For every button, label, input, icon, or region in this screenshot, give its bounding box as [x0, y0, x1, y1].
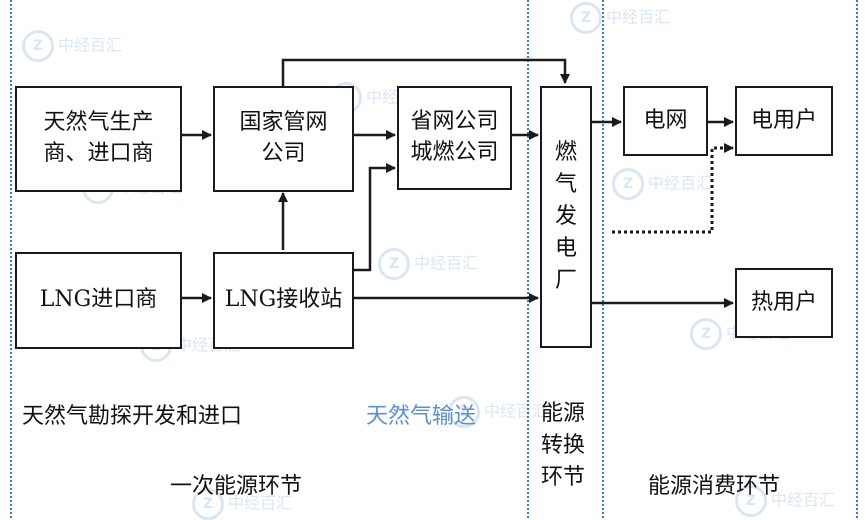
section-divider-conversion-right	[602, 0, 604, 518]
section-divider-left	[10, 0, 12, 518]
label-primary-energy: 一次能源环节	[170, 474, 303, 499]
box-lng-terminal: LNG接收站	[213, 252, 354, 349]
arrow-power-plant-to-electric-user-dotted	[612, 143, 734, 234]
box-electricity-user: 电用户	[735, 86, 833, 156]
label-energy-conversion: 能源 转换 环节	[541, 401, 586, 490]
section-divider-right	[856, 0, 858, 518]
section-divider-conversion-left	[527, 0, 529, 518]
box-provincial-city-gas-company: 省网公司 城燃公司	[397, 86, 512, 190]
arrow-terminal-to-provincial	[354, 163, 396, 272]
label-energy-consumption: 能源消费环节	[648, 474, 781, 499]
box-national-pipeline-company: 国家管网 公司	[213, 86, 354, 192]
box-heat-user: 热用户	[735, 268, 833, 338]
box-lng-importer: LNG进口商	[15, 252, 182, 349]
box-gas-producers-importers: 天然气生产 商、进口商	[15, 86, 182, 192]
label-exploration-import: 天然气勘探开发和进口	[22, 404, 243, 429]
box-gas-power-plant: 燃 气 发 电 厂	[540, 86, 592, 348]
box-power-grid: 电网	[623, 86, 708, 156]
label-gas-transport: 天然气输送	[366, 404, 477, 429]
arrow-pipeline-to-power-plant	[281, 58, 570, 86]
